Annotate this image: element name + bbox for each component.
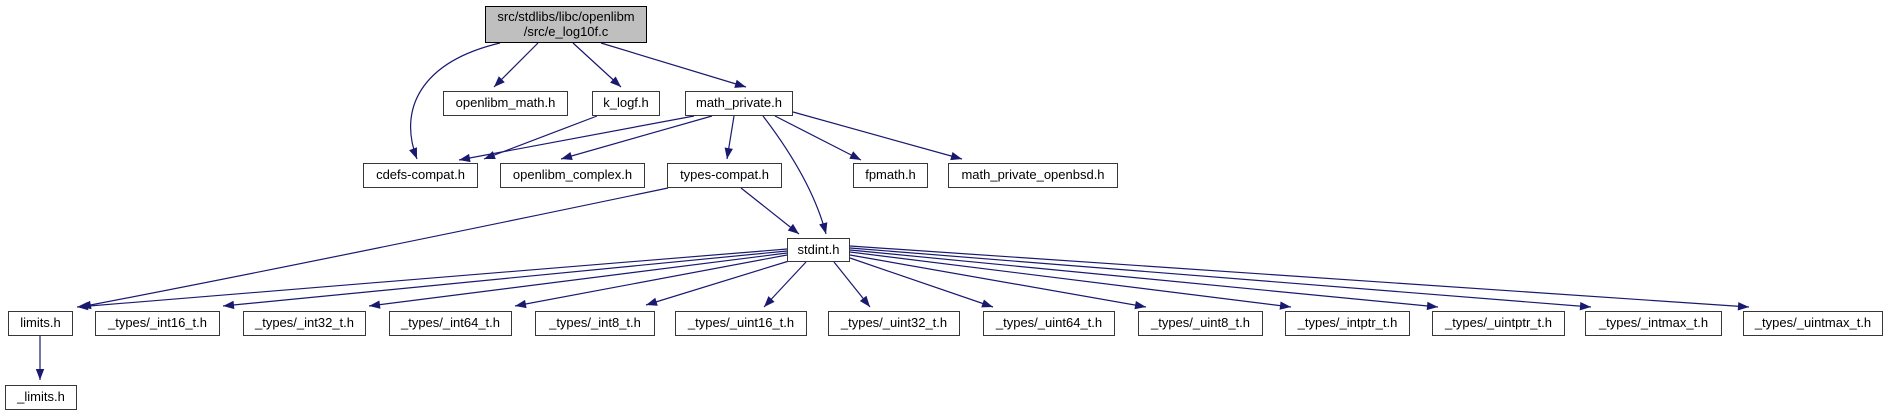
graph-node-intmax[interactable]: _types/_intmax_t.h bbox=[1585, 311, 1722, 336]
edge-stdint-int8 bbox=[645, 260, 790, 306]
graph-node-stdint[interactable]: stdint.h bbox=[787, 238, 850, 262]
graph-node-_limits[interactable]: _limits.h bbox=[5, 385, 77, 410]
arrowhead-root-math_private bbox=[734, 79, 746, 88]
edge-stdint-uint64 bbox=[849, 257, 994, 308]
graph-node-uint32[interactable]: _types/_uint32_t.h bbox=[828, 311, 960, 336]
arrowhead-stdint-uint8 bbox=[1134, 300, 1146, 310]
arrowhead-stdint-limits bbox=[77, 301, 89, 311]
graph-node-int8[interactable]: _types/_int8_t.h bbox=[535, 311, 655, 336]
graph-node-intptr[interactable]: _types/_intptr_t.h bbox=[1285, 311, 1410, 336]
edge-types_compat-stdint bbox=[740, 187, 800, 235]
arrowhead-math_private-math_private_openbsd bbox=[950, 152, 962, 161]
arrowhead-stdint-uintmax bbox=[1737, 302, 1749, 311]
arrowhead-math_private-stdint bbox=[819, 222, 828, 234]
arrowhead-stdint-uint64 bbox=[981, 299, 993, 308]
graph-node-int32[interactable]: _types/_int32_t.h bbox=[243, 311, 366, 336]
graph-node-openlibm_complex[interactable]: openlibm_complex.h bbox=[500, 163, 645, 188]
edge-root-cdefs_compat bbox=[410, 42, 501, 160]
arrowhead-math_private-fpmath bbox=[849, 151, 861, 160]
arrowhead-stdint-uint16 bbox=[764, 296, 775, 307]
edge-stdint-int32 bbox=[368, 252, 788, 307]
graph-node-cdefs_compat[interactable]: cdefs-compat.h bbox=[363, 163, 478, 188]
edge-math_private-openlibm_complex bbox=[560, 115, 713, 160]
edge-root-math_private bbox=[600, 42, 747, 88]
graph-node-k_logf[interactable]: k_logf.h bbox=[592, 91, 660, 116]
graph-node-uintptr[interactable]: _types/_uintptr_t.h bbox=[1432, 311, 1565, 336]
arrowhead-math_private-cdefs_compat bbox=[459, 153, 471, 163]
graph-node-root: src/stdlibs/libc/openlibm /src/e_log10f.… bbox=[485, 6, 647, 43]
arrowhead-root-k_logf bbox=[610, 76, 621, 87]
graph-node-math_private_openbsd[interactable]: math_private_openbsd.h bbox=[948, 163, 1118, 188]
edge-stdint-int16 bbox=[222, 250, 788, 307]
graph-node-int64[interactable]: _types/_int64_t.h bbox=[389, 311, 512, 336]
graph-node-types_compat[interactable]: types-compat.h bbox=[667, 163, 782, 188]
edge-stdint-int64 bbox=[514, 254, 788, 307]
edge-math_private-fpmath bbox=[774, 115, 862, 161]
edge-stdint-uintmax bbox=[849, 245, 1750, 308]
edge-stdint-intmax bbox=[849, 247, 1592, 308]
graph-node-openlibm_math[interactable]: openlibm_math.h bbox=[443, 91, 568, 116]
arrowhead-stdint-int32 bbox=[369, 300, 381, 309]
edge-stdint-limits bbox=[76, 248, 788, 308]
arrowhead-stdint-int16 bbox=[223, 300, 235, 310]
graph-node-fpmath[interactable]: fpmath.h bbox=[853, 163, 928, 188]
edge-math_private-math_private_openbsd bbox=[792, 111, 963, 160]
edge-stdint-uint8 bbox=[849, 254, 1147, 308]
arrowhead-root-openlibm_math bbox=[494, 76, 505, 87]
arrowhead-root-cdefs_compat bbox=[409, 147, 417, 159]
arrowhead-limits-_limits bbox=[35, 369, 45, 380]
graph-node-uint64[interactable]: _types/_uint64_t.h bbox=[983, 311, 1115, 336]
edge-math_private-cdefs_compat bbox=[458, 115, 695, 161]
arrowhead-math_private-types_compat bbox=[724, 147, 733, 159]
arrowhead-stdint-uint32 bbox=[859, 295, 870, 307]
graph-node-math_private[interactable]: math_private.h bbox=[685, 91, 793, 116]
arrowhead-math_private-openlibm_complex bbox=[561, 151, 573, 161]
edge-types_compat-limits bbox=[79, 187, 669, 308]
arrowhead-stdint-intmax bbox=[1579, 301, 1591, 311]
arrowhead-stdint-int64 bbox=[515, 299, 527, 309]
graph-node-uint8[interactable]: _types/_uint8_t.h bbox=[1138, 311, 1263, 336]
arrowhead-types_compat-stdint bbox=[787, 223, 799, 234]
edge-stdint-uintptr bbox=[849, 249, 1439, 308]
graph-node-uintmax[interactable]: _types/_uintmax_t.h bbox=[1743, 311, 1883, 336]
edge-math_private-stdint bbox=[762, 115, 827, 235]
arrowhead-stdint-intptr bbox=[1279, 301, 1291, 310]
graph-node-uint16[interactable]: _types/_uint16_t.h bbox=[675, 311, 807, 336]
graph-node-int16[interactable]: _types/_int16_t.h bbox=[95, 311, 220, 336]
arrowhead-stdint-uintptr bbox=[1426, 301, 1438, 311]
arrowhead-stdint-int8 bbox=[646, 297, 658, 306]
edge-stdint-intptr bbox=[849, 251, 1292, 308]
graph-node-limits[interactable]: limits.h bbox=[8, 311, 73, 336]
